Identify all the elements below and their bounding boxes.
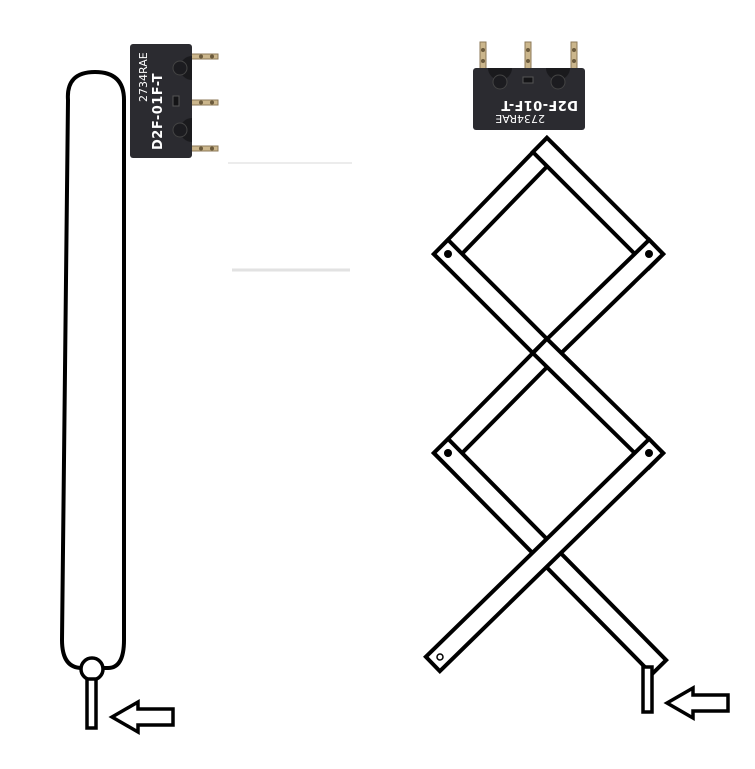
arrow-left-icon	[663, 684, 730, 722]
plunger-rod	[85, 677, 98, 730]
pivot-bolt	[645, 250, 653, 258]
arrow-left-icon	[108, 698, 175, 736]
left-switch-model-label: D2F-01F-T	[151, 73, 166, 150]
plunger-rod	[641, 665, 654, 714]
left-microswitch: D2F-01F-T 2734RAE	[130, 44, 219, 158]
pivot-bolt	[444, 449, 452, 457]
scissor-linkage-icon	[423, 135, 669, 677]
pivot-pin	[436, 653, 444, 661]
right-switch-model-label: D2F-01F-T	[501, 97, 578, 112]
left-switch-code-label: 2734RAE	[137, 52, 150, 102]
left-switch-terminals	[189, 53, 219, 152]
elastic-band-icon	[60, 70, 126, 670]
pivot-ball	[79, 656, 105, 682]
right-actuator	[641, 665, 730, 722]
right-switch-code-label: 2734RAE	[495, 112, 545, 125]
right-switch-terminals	[479, 41, 578, 71]
pivot-bolt	[444, 250, 452, 258]
right-microswitch: D2F-01F-T 2734RAE	[473, 41, 585, 130]
pivot-bolt	[645, 449, 653, 457]
left-mechanism	[60, 70, 175, 736]
